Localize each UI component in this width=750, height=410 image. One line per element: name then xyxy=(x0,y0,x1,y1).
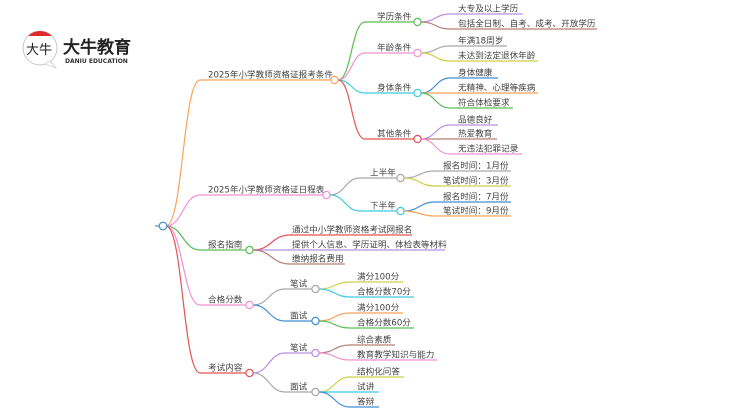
branch-connector xyxy=(329,177,397,196)
leaf-label[interactable]: 结构化问答 xyxy=(357,366,400,378)
subtopic-label[interactable]: 上半年 xyxy=(370,167,396,179)
leaf-label[interactable]: 满分100分 xyxy=(357,303,400,314)
branch-connector xyxy=(318,352,437,361)
collapse-node-toggle[interactable] xyxy=(245,245,254,255)
leaf-label[interactable]: 报名时间：7月份 xyxy=(443,191,509,203)
collapse-node-toggle[interactable] xyxy=(330,75,339,85)
branch-connector xyxy=(318,391,379,408)
leaf-label[interactable]: 提供个人信息、学历证明、体检表等材料 xyxy=(292,239,447,251)
subtopic-label[interactable]: 身体条件 xyxy=(377,82,412,94)
collapse-node-toggle[interactable] xyxy=(311,387,320,397)
logo-red-cap xyxy=(28,31,52,36)
collapse-node-toggle[interactable] xyxy=(245,368,254,378)
leaf-label[interactable]: 满分100分 xyxy=(357,272,400,283)
branch-connector xyxy=(252,288,312,306)
leaf-label[interactable]: 试讲 xyxy=(357,381,375,393)
subtopic-label[interactable]: 其他条件 xyxy=(377,128,412,140)
branch-connector xyxy=(252,249,345,265)
branch-connector xyxy=(252,372,312,393)
logo-badge xyxy=(22,30,58,66)
leaf-label[interactable]: 大专及以上学历 xyxy=(458,3,519,15)
leaf-label[interactable]: 笔试时间：3月份 xyxy=(443,175,509,187)
branch-connector xyxy=(420,138,522,155)
subtopic-label[interactable]: 面试 xyxy=(290,310,308,322)
leaf-label[interactable]: 年满18周岁 xyxy=(458,35,503,47)
collapse-node-toggle[interactable] xyxy=(245,300,254,310)
branch-connector xyxy=(165,79,331,227)
branch-connector xyxy=(329,194,397,212)
logo-speech-tail xyxy=(44,60,57,69)
subtopic-label[interactable]: 下半年 xyxy=(370,200,396,212)
subtopic-label[interactable]: 面试 xyxy=(290,381,308,393)
logo-name: 大牛教育 xyxy=(63,37,131,58)
leaf-label[interactable]: 品德良好 xyxy=(458,114,493,126)
branch-connector xyxy=(318,320,414,329)
leaf-label[interactable]: 合格分数70分 xyxy=(357,286,411,298)
branch-connector xyxy=(403,210,511,217)
subtopic-label[interactable]: 年龄条件 xyxy=(377,42,412,54)
collapse-node-toggle[interactable] xyxy=(311,316,320,326)
subtopic-label[interactable]: 笔试 xyxy=(290,278,308,290)
leaf-label[interactable]: 包括全日制、自考、成考、开放学历 xyxy=(458,18,596,30)
branch-connector xyxy=(337,79,414,140)
branch-connector xyxy=(403,177,511,187)
branch-connector xyxy=(420,21,597,30)
leaf-label[interactable]: 身体健康 xyxy=(458,67,493,79)
logo-subtitle: DANIU EDUCATION xyxy=(65,58,128,65)
branch-connector xyxy=(420,92,513,109)
branch-connector xyxy=(165,194,323,227)
leaf-label[interactable]: 合格分数60分 xyxy=(357,317,411,329)
branch-connector xyxy=(252,352,312,374)
leaf-label[interactable]: 综合素质 xyxy=(357,334,392,346)
branch-connector xyxy=(318,288,414,298)
leaf-label[interactable]: 笔试时间：9月份 xyxy=(443,205,509,217)
collapse-node-toggle[interactable] xyxy=(413,134,422,144)
collapse-node-toggle[interactable] xyxy=(413,88,422,98)
subtopic-label[interactable]: 笔试 xyxy=(290,342,308,354)
collapse-node-toggle[interactable] xyxy=(413,17,422,27)
branch-connector xyxy=(252,304,312,322)
leaf-label[interactable]: 答辩 xyxy=(357,396,375,408)
collapse-node-toggle[interactable] xyxy=(396,206,405,216)
leaf-label[interactable]: 缴纳报名费用 xyxy=(292,253,344,265)
branch-connector xyxy=(165,225,246,251)
leaf-label[interactable]: 教育教学知识与能力 xyxy=(357,349,434,361)
subtopic-label[interactable]: 学历条件 xyxy=(377,11,412,23)
branch-connector xyxy=(337,21,414,81)
topic-label[interactable]: 2025年小学教师资格证报考条件 xyxy=(208,69,333,81)
leaf-label[interactable]: 通过中小学教师资格考试网报名 xyxy=(292,224,412,236)
topic-label[interactable]: 合格分数 xyxy=(208,294,243,306)
topic-label[interactable]: 考试内容 xyxy=(208,362,243,374)
leaf-label[interactable]: 无精神、心理等疾病 xyxy=(458,82,536,94)
collapse-node-toggle[interactable] xyxy=(322,190,331,200)
collapse-node-toggle[interactable] xyxy=(413,48,422,58)
topic-label[interactable]: 报名指南 xyxy=(208,239,243,251)
collapse-node-toggle[interactable] xyxy=(311,284,320,294)
leaf-label[interactable]: 符合体检要求 xyxy=(458,97,510,109)
leaf-label[interactable]: 热爱教育 xyxy=(458,128,493,140)
topic-label[interactable]: 2025年小学教师资格证日程表 xyxy=(208,184,325,196)
branch-connector xyxy=(337,52,414,81)
branch-connector xyxy=(165,225,246,374)
leaf-label[interactable]: 无违法犯罪记录 xyxy=(458,143,519,155)
branch-connector xyxy=(420,52,538,62)
logo-mark: 大牛 xyxy=(26,43,52,58)
root-node[interactable] xyxy=(158,221,168,231)
collapse-node-toggle[interactable] xyxy=(396,173,405,183)
branch-connector xyxy=(337,79,414,94)
logo: 大牛 大牛教育 DANIU EDUCATION xyxy=(22,30,131,69)
branch-connector xyxy=(165,225,246,306)
collapse-node-toggle[interactable] xyxy=(311,348,320,358)
leaf-label[interactable]: 报名时间：1月份 xyxy=(443,160,509,172)
leaf-label[interactable]: 未达到法定退休年龄 xyxy=(458,50,536,62)
